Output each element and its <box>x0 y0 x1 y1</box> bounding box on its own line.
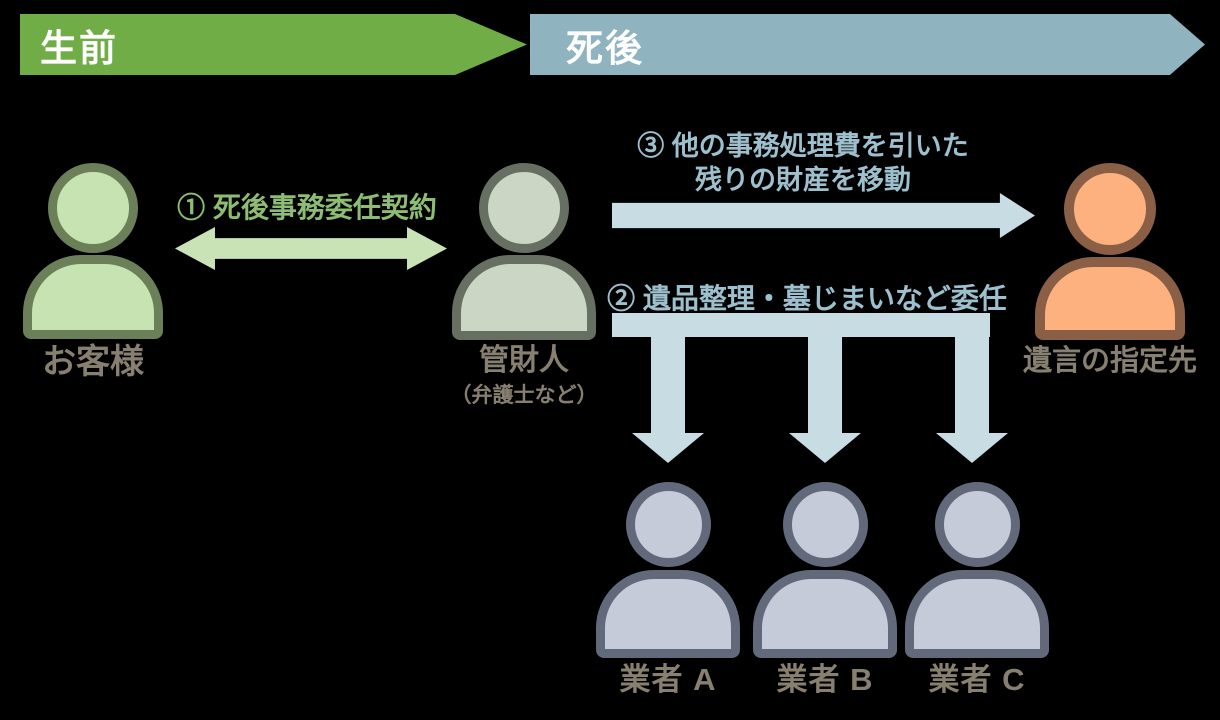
timeline-banner-before-death: 生前 <box>20 14 527 75</box>
vendor-c-person-icon <box>934 482 1020 567</box>
timeline-banner-after-death: 死後 <box>530 14 1205 75</box>
administrator-person-icon <box>479 163 569 253</box>
step1-contract-label: ① 死後事務委任契約 <box>177 192 437 223</box>
vendor-c-actor: 業者 C <box>905 482 1049 697</box>
recipient-actor: 遺言の指定先 <box>1021 163 1199 378</box>
vendor-b-actor: 業者 B <box>753 482 897 697</box>
administrator-sublabel: （弁護士など） <box>450 384 598 407</box>
step3-line1: ③ 他の事務処理費を引いた <box>637 131 969 161</box>
step3-transfer-label: ③ 他の事務処理費を引いた 残りの財産を移動 <box>603 129 1003 197</box>
vendor-a-label: 業者 A <box>619 662 717 697</box>
step2-delegation-label: ② 遺品整理・墓じまいなど委任 <box>607 283 1007 314</box>
vendor-c-label: 業者 C <box>928 662 1026 697</box>
vendor-c-person-body <box>905 570 1049 658</box>
right-arrow-icon <box>612 193 1035 238</box>
administrator-person-body <box>452 255 596 340</box>
vendor-a-actor: 業者 A <box>596 482 740 697</box>
recipient-label: 遺言の指定先 <box>1022 345 1197 377</box>
customer-person-body <box>23 255 163 339</box>
vendor-a-person-body <box>596 570 740 658</box>
step3-line2: 残りの財産を移動 <box>695 165 911 195</box>
recipient-person-icon <box>1064 163 1156 255</box>
vendor-b-person-icon <box>782 482 868 567</box>
down-arrowhead-vendor-c-icon <box>936 433 1008 463</box>
vendor-b-person-body <box>753 570 897 658</box>
customer-actor: お客様 <box>23 163 163 381</box>
connector-stem-vendor-b <box>808 313 842 433</box>
customer-label: お客様 <box>42 343 144 381</box>
connector-stem-vendor-c <box>955 313 989 433</box>
customer-person-icon <box>48 163 138 253</box>
before-death-label: 生前 <box>40 27 118 69</box>
down-arrowhead-vendor-a-icon <box>632 433 704 463</box>
after-death-label: 死後 <box>566 27 644 69</box>
down-arrowhead-vendor-b-icon <box>789 433 861 463</box>
double-headed-arrow-icon <box>175 227 447 270</box>
vendor-b-label: 業者 B <box>776 662 874 697</box>
connector-stem-vendor-a <box>651 313 685 433</box>
administrator-label: 管財人 <box>479 344 569 377</box>
vendor-a-person-icon <box>625 482 711 567</box>
recipient-person-body <box>1035 257 1185 340</box>
administrator-actor: 管財人 （弁護士など） <box>444 163 604 409</box>
